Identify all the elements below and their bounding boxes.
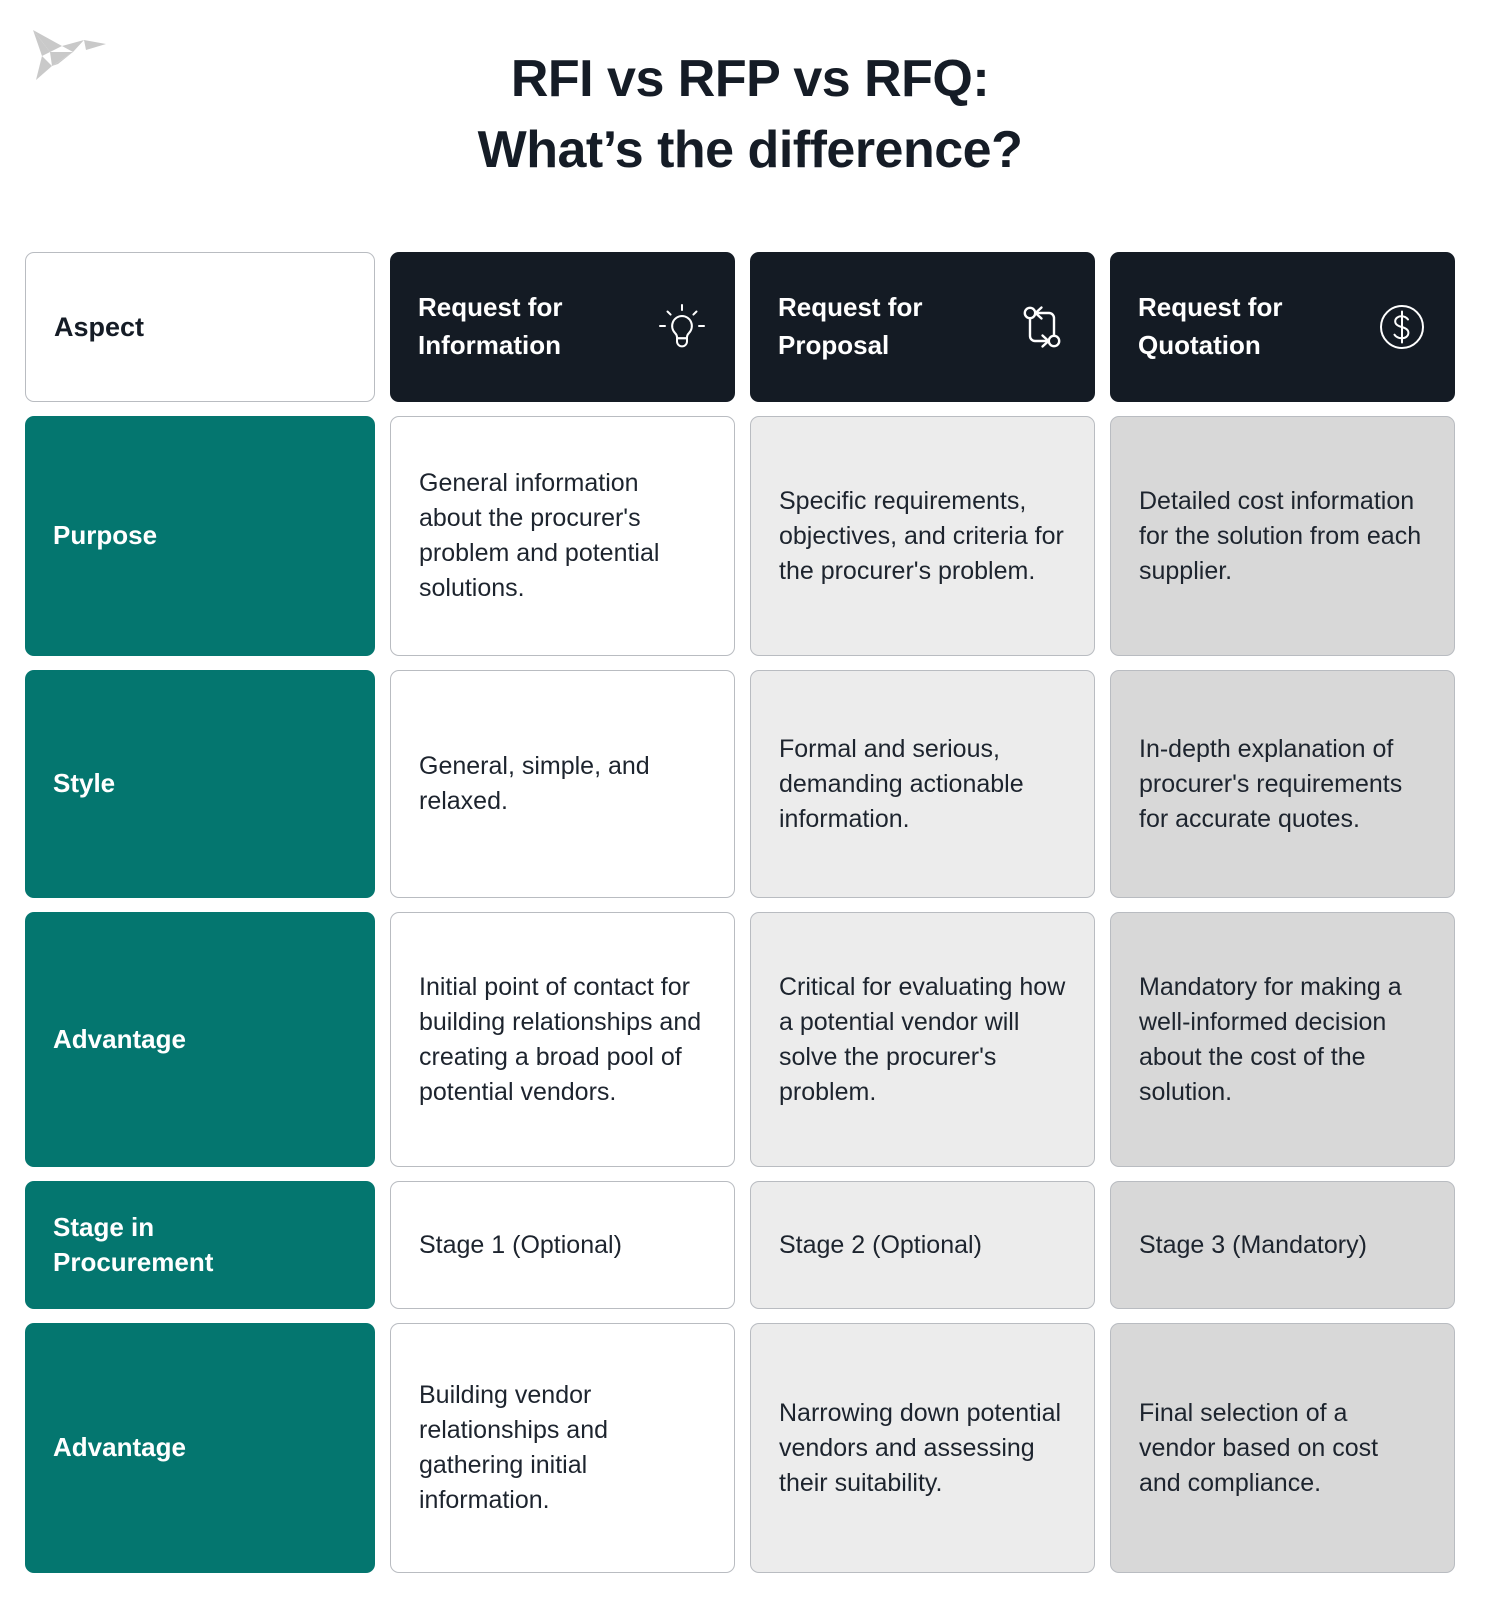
exchange-arrows-icon	[1015, 300, 1069, 354]
cell-advantage2-rfi: Building vendor relationships and gather…	[390, 1323, 735, 1573]
cell-advantage2-rfq: Final selection of a vendor based on cos…	[1110, 1323, 1455, 1573]
lightbulb-icon	[655, 300, 709, 354]
cell-advantage-rfi: Initial point of contact for building re…	[390, 912, 735, 1167]
header-title-rfi: Request for Information	[418, 292, 563, 360]
row-label-purpose: Purpose	[25, 416, 375, 656]
dollar-circle-icon	[1375, 300, 1429, 354]
cell-stage-rfq: Stage 3 (Mandatory)	[1110, 1181, 1455, 1309]
title-line-2: What’s the difference?	[477, 120, 1023, 179]
cell-purpose-rfi: General information about the procurer's…	[390, 416, 735, 656]
cell-advantage-rfp: Critical for evaluating how a potential …	[750, 912, 1095, 1167]
cell-style-rfq: In-depth explanation of procurer's requi…	[1110, 670, 1455, 898]
cell-advantage-rfq: Mandatory for making a well-informed dec…	[1110, 912, 1455, 1167]
cell-style-rfi: General, simple, and relaxed.	[390, 670, 735, 898]
cell-purpose-rfp: Specific requirements, objectives, and c…	[750, 416, 1095, 656]
comparison-table: Aspect Request for Information Request f…	[25, 252, 1475, 1573]
header-title-rfp: Request for Proposal	[778, 292, 923, 360]
cell-purpose-rfq: Detailed cost information for the soluti…	[1110, 416, 1455, 656]
header-title-rfq: Request for Quotation	[1138, 292, 1283, 360]
origami-bird-logo	[28, 22, 110, 84]
cell-stage-rfi: Stage 1 (Optional)	[390, 1181, 735, 1309]
header-cell-rfi: Request for Information	[390, 252, 735, 402]
row-label-stage-in-procurement: Stage in Procurement	[25, 1181, 375, 1309]
header-cell-rfq: Request for Quotation	[1110, 252, 1455, 402]
cell-stage-rfp: Stage 2 (Optional)	[750, 1181, 1095, 1309]
row-label-style: Style	[25, 670, 375, 898]
header-cell-rfp: Request for Proposal	[750, 252, 1095, 402]
row-label-advantage-2: Advantage	[25, 1323, 375, 1573]
cell-style-rfp: Formal and serious, demanding actionable…	[750, 670, 1095, 898]
header-cell-aspect: Aspect	[25, 252, 375, 402]
title-line-1: RFI vs RFP vs RFQ:	[510, 50, 990, 108]
header-aspect-label: Aspect	[54, 311, 145, 342]
page-title: RFI vs RFP vs RFQ: What’s the difference…	[0, 44, 1500, 185]
cell-advantage2-rfp: Narrowing down potential vendors and ass…	[750, 1323, 1095, 1573]
row-label-advantage: Advantage	[25, 912, 375, 1167]
